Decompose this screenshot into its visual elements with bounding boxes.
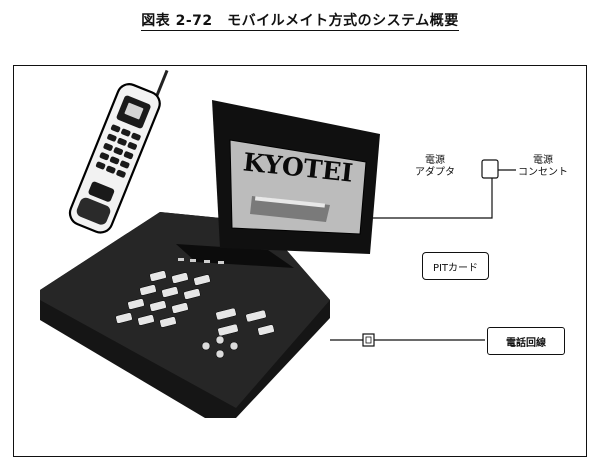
diagram-frame [13,65,587,457]
power-adapter-label: 電源 アダプタ [415,155,455,178]
diagram-title: 図表 2-72 モバイルメイト方式のシステム概要 [141,13,459,31]
power-outlet-label: 電源 コンセント [518,155,568,178]
cordless-handset [68,69,169,234]
adapter-cable [370,178,493,219]
phone-line-box: 電話回線 [487,327,565,355]
nav-buttons [201,335,239,359]
connection-lines [330,169,516,341]
pit-card-box: PITカード [422,252,489,280]
keypad [115,270,275,337]
power-adapter-icon [481,159,499,179]
